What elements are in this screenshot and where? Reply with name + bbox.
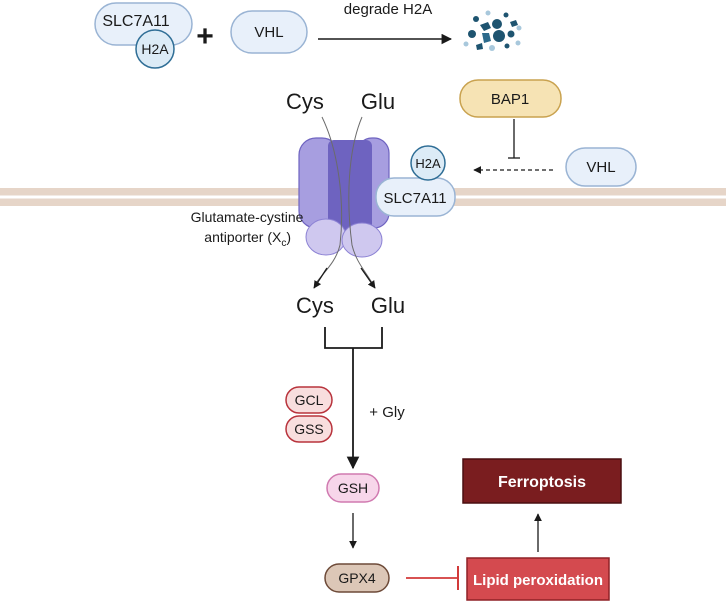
cys-outside-label: Cys (286, 89, 324, 114)
gss-enzyme: GSS (285, 415, 333, 443)
gcl-label: GCL (295, 392, 324, 408)
gsh-node: GSH (326, 473, 380, 503)
slc7a11-membrane: SLC7A11 H2A (375, 145, 456, 217)
gss-label: GSS (294, 421, 324, 437)
degrade-h2a-label: degrade H2A (344, 1, 432, 18)
slc7a11-membrane-label: SLC7A11 (383, 190, 446, 207)
ferroptosis-label: Ferroptosis (498, 474, 586, 491)
gly-cofactor-label: + Gly (369, 404, 405, 421)
glu-outside-label: Glu (361, 89, 395, 114)
glutamate-cystine-antiporter (298, 137, 390, 258)
glu-outward-arrow (360, 267, 376, 289)
cys-inward-arrow (313, 267, 328, 289)
degraded-fragments-icon (463, 10, 522, 51)
lipid-peroxidation-node: Lipid peroxidation (466, 557, 610, 601)
bap1-label: BAP1 (491, 91, 529, 108)
vhl-membrane-node: VHL (565, 147, 637, 187)
lipid-peroxidation-label: Lipid peroxidation (473, 572, 603, 589)
cys-inside-label: Cys (296, 293, 334, 318)
bap1-node: BAP1 (459, 79, 562, 118)
gsh-label: GSH (338, 480, 368, 496)
plus-sign: + (196, 20, 214, 53)
gcl-enzyme: GCL (285, 386, 333, 414)
antiporter-label-line2: antiporter (Xc) (204, 229, 291, 249)
glu-inside-label: Glu (371, 293, 405, 318)
slc7a11-complex-top: SLC7A11 H2A (94, 2, 193, 69)
gpx4-label: GPX4 (338, 570, 376, 586)
vhl-top-label: VHL (254, 24, 283, 41)
antiporter-label-line1: Glutamate-cystine (191, 209, 304, 225)
h2a-membrane-badge: H2A (415, 156, 441, 171)
h2a-top-badge: H2A (141, 41, 169, 57)
cys-glu-joining-bracket (324, 327, 383, 349)
ferroptosis-node: Ferroptosis (462, 458, 622, 504)
gpx4-node: GPX4 (324, 563, 390, 593)
vhl-membrane-label: VHL (586, 159, 615, 176)
vhl-top: VHL (230, 10, 308, 54)
slc7a11-top-label: SLC7A11 (102, 13, 169, 30)
glu-transport-path (348, 116, 373, 284)
